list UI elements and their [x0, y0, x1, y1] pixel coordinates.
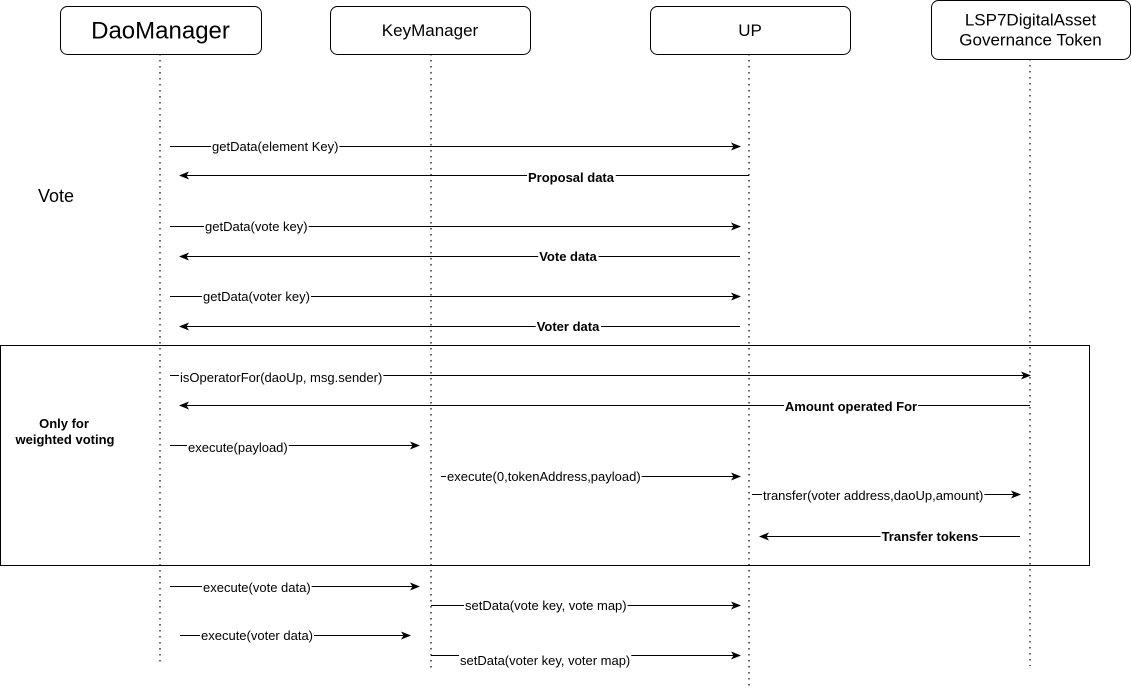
message-dao-to-km: execute(payload): [170, 439, 420, 456]
message-up-to-dao: Proposal data: [179, 169, 749, 186]
message-lsp7-to-up: Transfer tokens: [759, 528, 1020, 545]
actor-box-up: [650, 6, 851, 55]
message-label-background: [783, 398, 919, 415]
message-label-background: [762, 487, 985, 504]
message-label-background: [211, 138, 340, 155]
message-label: isOperatorFor(daoUp, msg.sender): [180, 370, 382, 385]
message-label-background: [459, 652, 632, 669]
message-label: getData(element Key): [212, 139, 338, 154]
message-km-to-up: setData(vote key, vote map): [431, 597, 741, 614]
message-label: getData(voter key): [203, 289, 310, 304]
actor-label-lsp7-line-1: LSP7DigitalAsset: [965, 11, 1097, 30]
message-up-to-dao: Voter data: [179, 318, 740, 335]
message-label-background: [187, 439, 289, 456]
actor-label-up: UP: [738, 21, 762, 40]
message-label-background: [446, 468, 642, 485]
actors: DaoManager KeyManager UP LSP7DigitalAssetGo…: [60, 0, 1131, 60]
message-label-background: [535, 318, 602, 335]
weighted-voting-label-line-1: Only for: [39, 416, 89, 431]
message-label-background: [179, 369, 384, 386]
actor-box-dao: [60, 6, 262, 55]
vote-section-label: Vote: [38, 186, 74, 206]
message-label: Proposal data: [528, 170, 615, 185]
message-label: execute(payload): [188, 440, 288, 455]
message-up-to-lsp7: transfer(voter address,daoUp,amount): [752, 487, 1021, 504]
message-label-background: [880, 528, 980, 545]
message-up-to-dao: Vote data: [179, 248, 740, 265]
message-dao-to-up: getData(vote key): [170, 218, 741, 235]
message-label: Voter data: [537, 319, 600, 334]
message-label: getData(vote key): [205, 219, 308, 234]
message-label: Amount operated For: [785, 399, 917, 414]
message-label: setData(vote key, vote map): [465, 598, 627, 613]
message-km-to-up: execute(0,tokenAddress,payload): [441, 468, 741, 485]
message-label: transfer(voter address,daoUp,amount): [763, 488, 983, 503]
message-dao-to-up: getData(voter key): [170, 288, 741, 305]
lifelines: [159, 54, 1031, 688]
message-label-background: [202, 288, 311, 305]
message-label: setData(voter key, voter map): [460, 653, 630, 668]
messages: getData(element Key) Proposal data getData…: [170, 138, 1031, 669]
message-label: Transfer tokens: [882, 529, 979, 544]
message-label: execute(0,tokenAddress,payload): [447, 469, 641, 484]
message-dao-to-up: getData(element Key): [170, 138, 741, 155]
message-label-background: [204, 218, 309, 235]
message-label: Vote data: [539, 249, 597, 264]
message-label: execute(voter data): [201, 628, 313, 643]
message-label-background: [200, 627, 315, 644]
weighted-voting-group-frame: [0, 345, 1090, 566]
message-dao-to-lsp7: isOperatorFor(daoUp, msg.sender): [170, 369, 1031, 386]
message-lsp7-to-dao: Amount operated For: [179, 398, 1030, 415]
message-label-background: [527, 169, 616, 186]
message-dao-to-km: execute(vote data): [170, 579, 420, 596]
message-label: execute(vote data): [203, 580, 311, 595]
message-label-background: [464, 597, 628, 614]
actor-label-dao: DaoManager: [91, 18, 230, 45]
message-km-to-up: setData(voter key, voter map): [431, 651, 741, 669]
message-label-background: [538, 248, 599, 265]
message-dao-to-km: execute(voter data): [180, 627, 411, 644]
weighted-voting-label-line-2: weighted voting: [15, 432, 115, 447]
actor-label-lsp7-line-2: Governance Token: [959, 31, 1101, 50]
actor-label-km: KeyManager: [382, 21, 479, 40]
actor-box-km: [330, 6, 531, 55]
message-label-background: [202, 579, 312, 596]
